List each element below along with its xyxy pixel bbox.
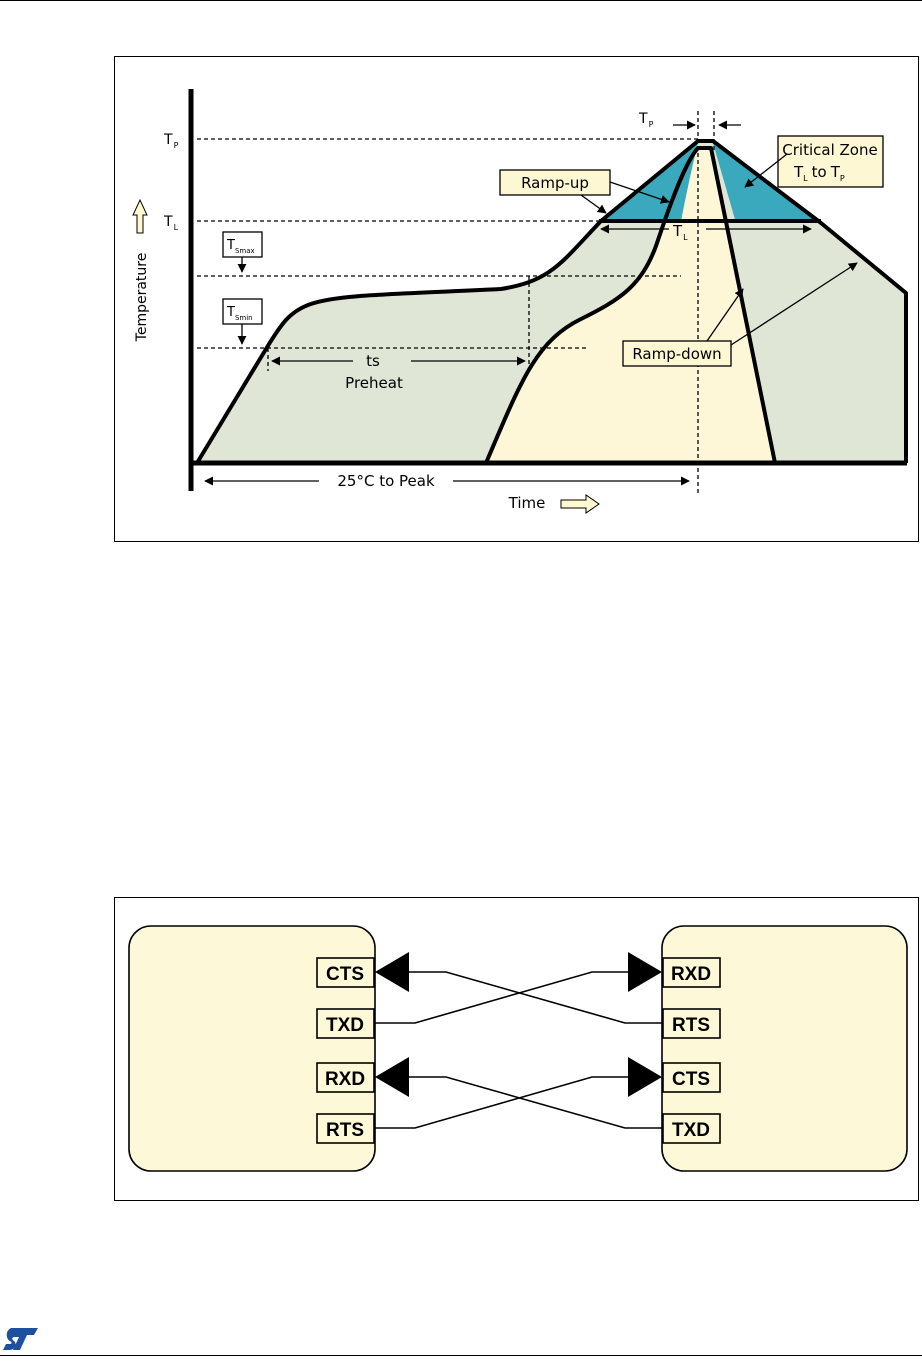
critical-zone-title: Critical Zone — [782, 141, 877, 159]
left-pin-4: RTS — [317, 1114, 374, 1143]
right-pin-1: RXD — [663, 958, 720, 987]
preheat-label: Preheat — [345, 374, 403, 392]
wire-rxd-txd — [409, 1077, 662, 1128]
left-pin-label: CTS — [326, 964, 364, 985]
peak-span-label: 25°C to Peak — [337, 472, 435, 490]
left-pin-label: TXD — [326, 1015, 364, 1036]
ts-label: ts — [366, 352, 380, 370]
y-axis-label: Temperature — [134, 253, 150, 343]
uart-connection-svg: CTS TXD RXD RTS RXD RTS CTS TXD — [115, 898, 918, 1200]
left-pin-label: RTS — [326, 1120, 364, 1141]
right-pin-3: CTS — [663, 1063, 720, 1092]
arrowhead-right-rxd — [628, 952, 662, 992]
tp-top-label: TP — [638, 111, 654, 129]
ramp-down-label: Ramp-down — [632, 345, 721, 363]
left-pin-1: CTS — [317, 958, 374, 987]
time-right-arrow-icon — [561, 495, 599, 513]
arrowhead-right-cts — [628, 1057, 662, 1097]
wire-rts-cts — [375, 1077, 629, 1128]
arrowhead-left-rxd — [375, 1057, 409, 1097]
wire-cts-rts — [409, 972, 662, 1023]
header-rule — [0, 0, 922, 1]
reflow-profile-svg: TP TL TSmax TSmin Temperature ts Preheat… — [115, 57, 918, 541]
wire-txd-rxd — [375, 972, 629, 1023]
x-axis-label: Time — [508, 494, 546, 512]
right-pin-2: RTS — [663, 1009, 720, 1038]
arrowhead-left-cts — [375, 952, 409, 992]
right-pin-label: RXD — [671, 964, 711, 985]
footer-rule — [0, 1355, 922, 1356]
tl-label: TL — [163, 214, 179, 232]
left-pin-2: TXD — [317, 1009, 374, 1038]
left-pin-label: RXD — [325, 1069, 365, 1090]
uart-connection-figure: CTS TXD RXD RTS RXD RTS CTS TXD — [114, 897, 919, 1201]
right-pin-4: TXD — [663, 1114, 720, 1143]
left-pin-3: RXD — [317, 1063, 374, 1092]
tp-label: TP — [163, 132, 179, 150]
st-logo-icon: ST — [3, 1326, 39, 1352]
ramp-up-arrow-1 — [581, 195, 606, 213]
right-pin-label: TXD — [672, 1120, 710, 1141]
ramp-up-label: Ramp-up — [521, 174, 589, 192]
temperature-up-arrow-icon — [133, 200, 147, 233]
right-pin-label: CTS — [672, 1069, 710, 1090]
reflow-profile-figure: TP TL TSmax TSmin Temperature ts Preheat… — [114, 56, 919, 542]
right-pin-label: RTS — [672, 1015, 710, 1036]
